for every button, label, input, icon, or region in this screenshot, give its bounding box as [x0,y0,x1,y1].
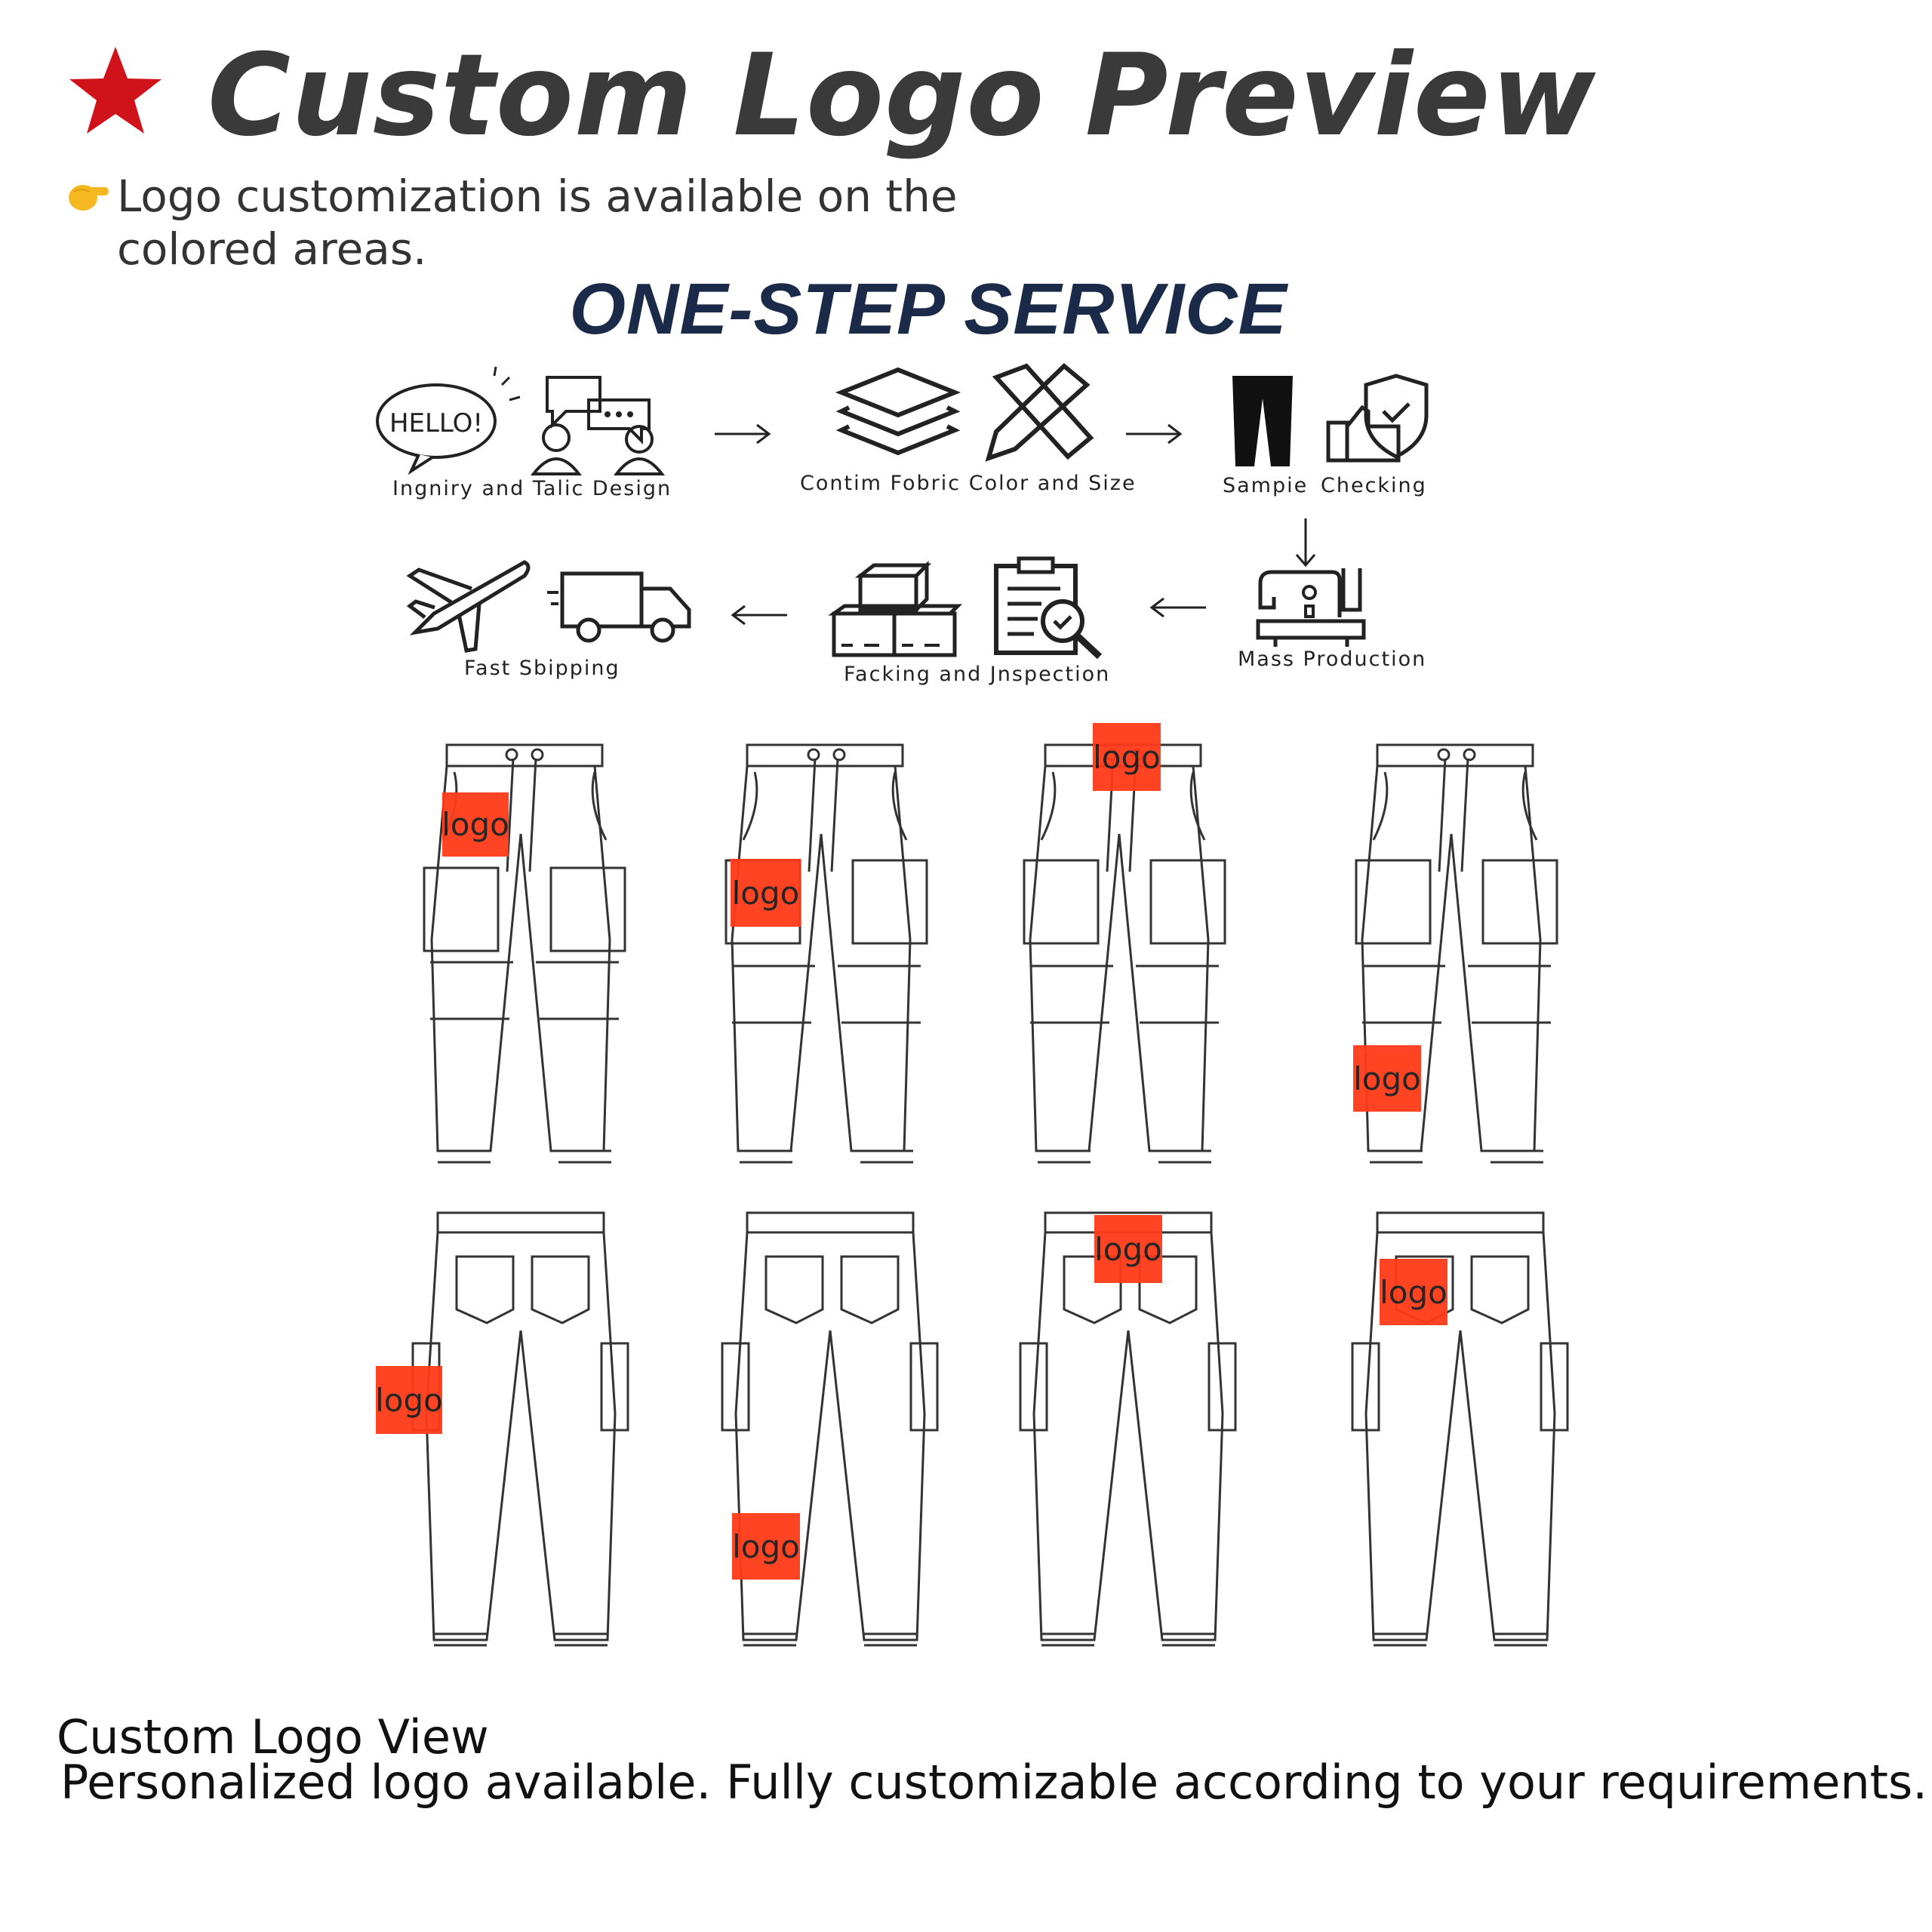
step-label-inquiry: Ingniry and Talic Design [392,477,672,500]
step-label-packing: Facking and Jnspection [844,663,1111,686]
pants-back-view [1351,1211,1569,1647]
pointing-hand-icon [69,185,109,211]
logo-area-front-left-hip: logo [441,792,509,857]
pencil-ruler-icon [985,362,1094,462]
step-label-sample: Sampie [1223,474,1309,497]
shield-check-icon [1326,374,1429,463]
logo-area-back-pocket: logo [1380,1259,1447,1325]
logo-area-front-waistband: logo [1093,723,1161,791]
customization-note: Logo customization is available on the c… [117,171,958,275]
logo-area-front-left-pocket: logo [731,859,801,927]
arrow-right-icon [1126,423,1183,445]
logo-area-back-calf: logo [732,1513,800,1580]
star-icon [69,47,162,134]
pants-back-view [1019,1211,1237,1647]
airplane-icon [406,560,531,653]
arrow-left-icon [731,605,787,626]
boxes-icon [828,560,963,657]
hello-chat-icon: HELLO! [376,366,666,475]
sample-pants-icon [1232,376,1293,466]
step-label-shipping: Fast Sbipping [464,657,620,680]
arrow-left-icon [1149,597,1206,618]
arrow-right-icon [715,423,771,445]
pants-back-view [411,1211,629,1647]
step-label-fabric: Contim Fobric Color and Size [800,472,1137,495]
logo-area-back-side-cargo: logo [375,1366,443,1434]
service-heading: ONE-STEP SERVICE [569,269,1287,349]
hello-text: HELLO! [389,408,483,438]
sewing-machine-icon [1256,568,1366,647]
fabric-layers-icon [835,367,961,456]
arrow-down-icon [1295,518,1316,568]
logo-area-front-knee: logo [1353,1045,1421,1112]
logo-area-back-waistband: logo [1094,1215,1162,1283]
pants-front-view [724,743,928,1164]
clipboard-search-icon [994,556,1103,660]
caption-title: Custom Logo View [57,1709,489,1764]
page-title: Custom Logo Preview [208,30,1597,162]
step-label-checking: Checking [1321,474,1427,497]
pants-back-view [721,1211,939,1647]
caption-text: Personalized logo available. Fully custo… [60,1755,1927,1810]
pants-front-view [1355,743,1558,1164]
pants-front-view [1023,743,1226,1164]
truck-icon [547,571,691,643]
step-label-mass-production: Mass Production [1238,648,1427,671]
